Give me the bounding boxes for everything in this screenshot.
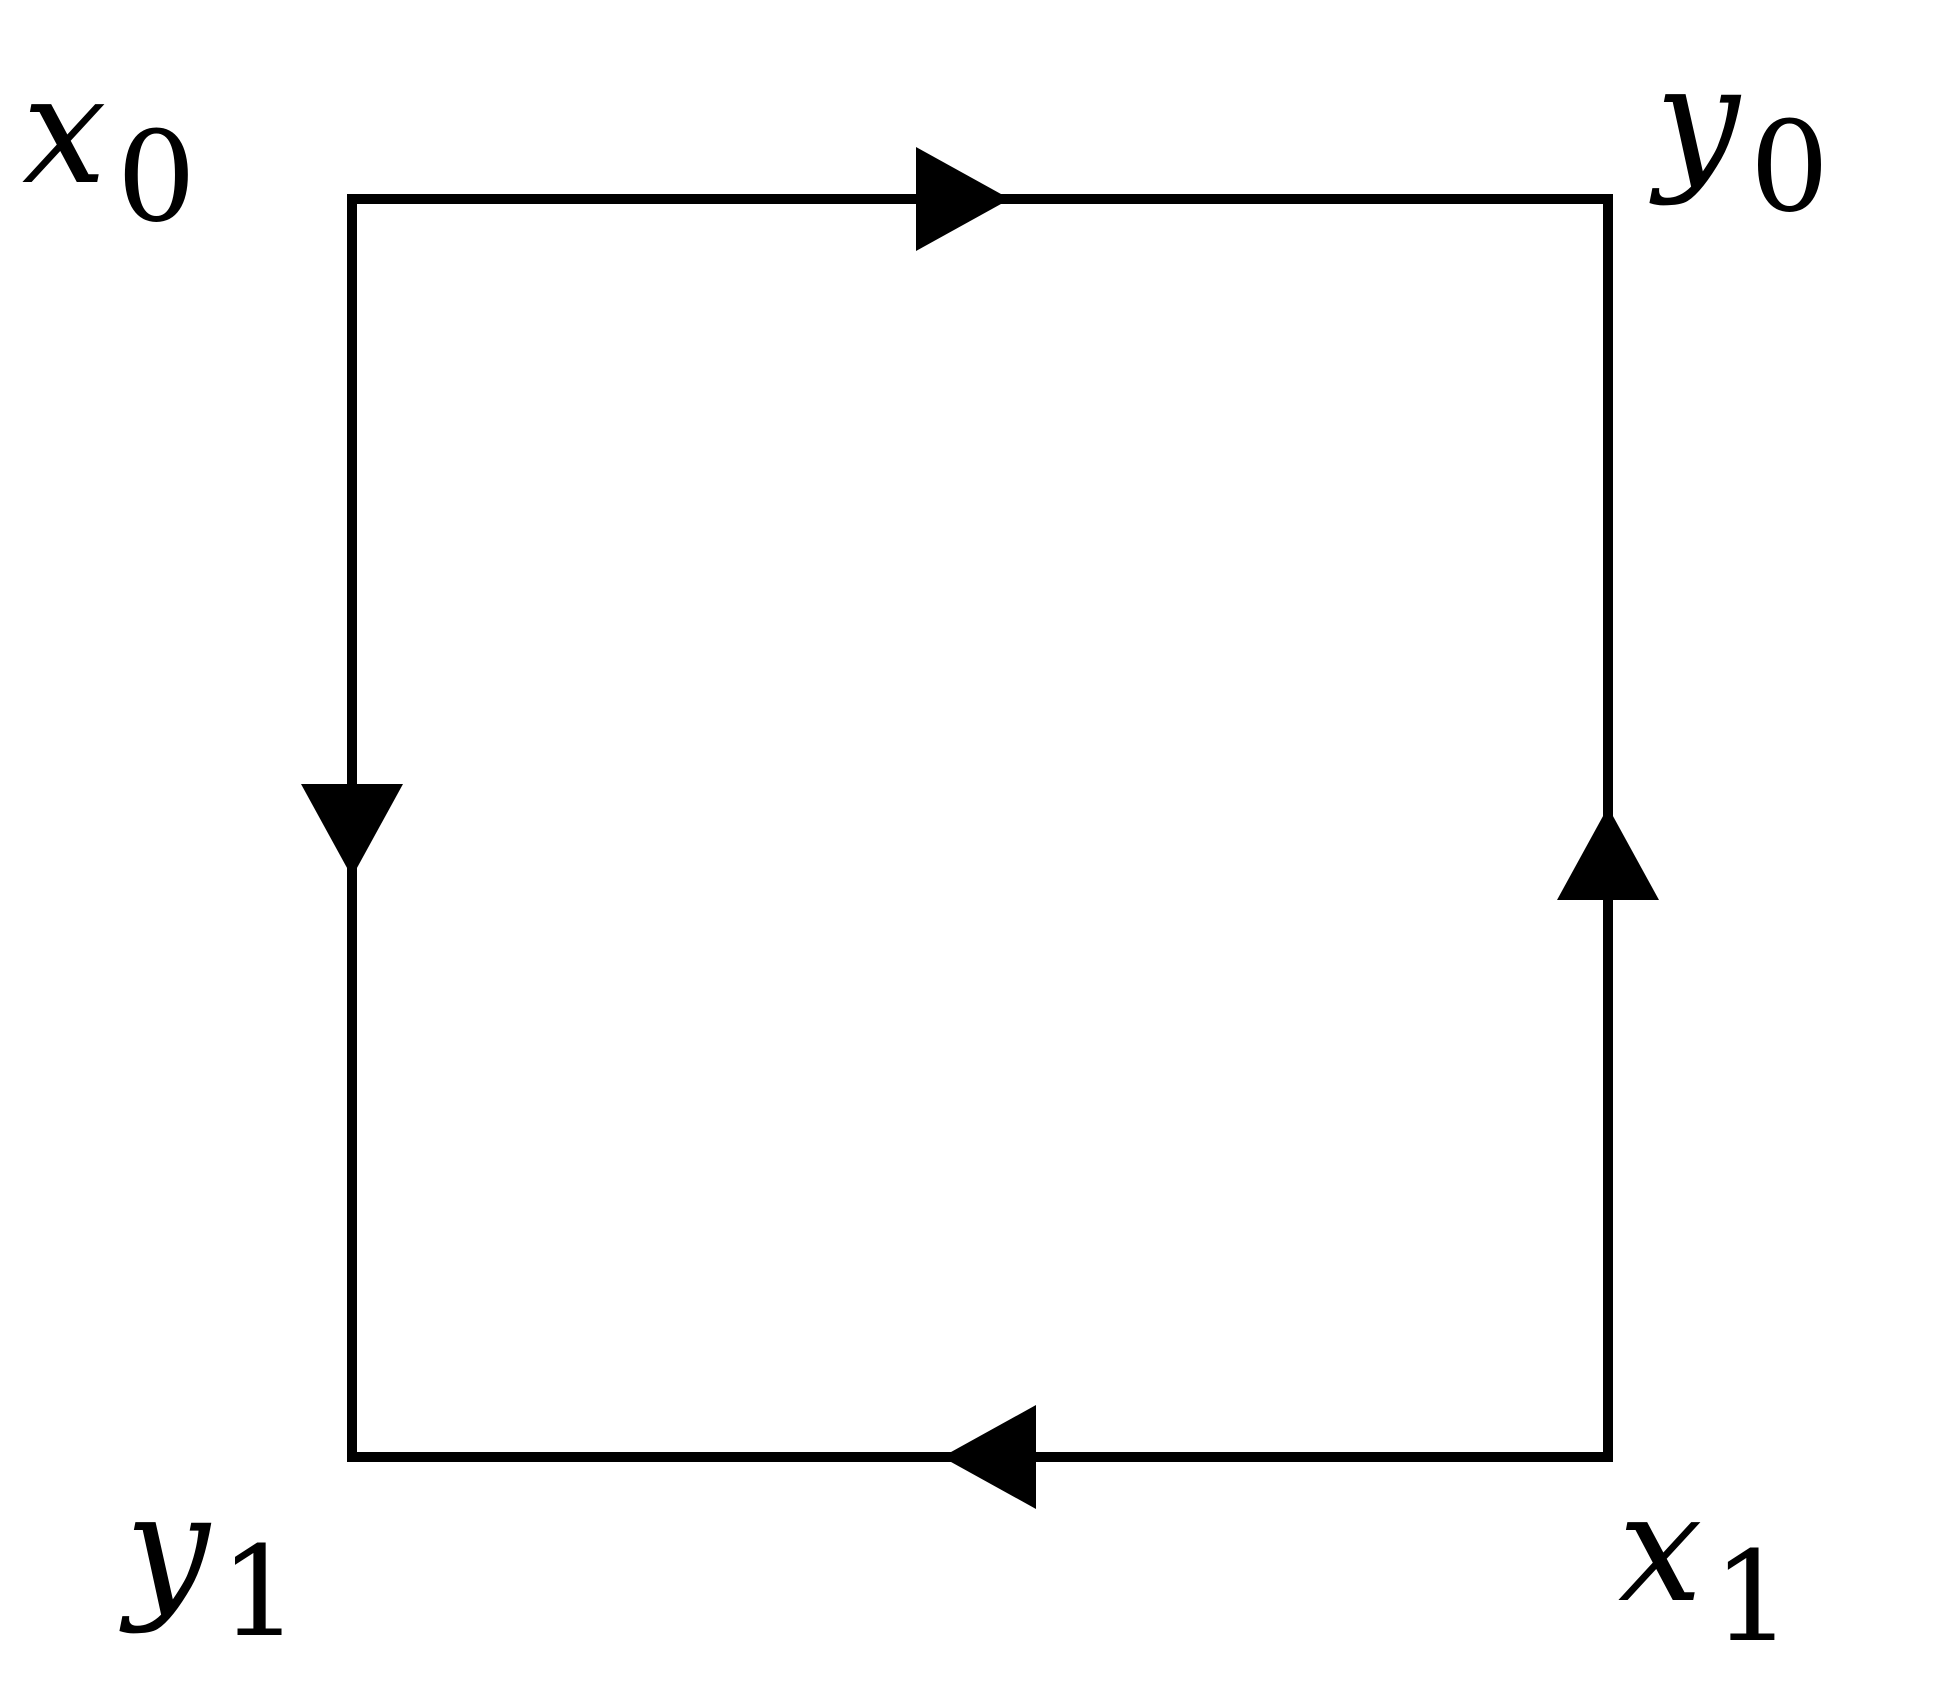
- arrowhead-up: [1557, 807, 1659, 900]
- label-y0-symbol: y: [1649, 34, 1742, 208]
- label-x1-subscript: 1: [1713, 1525, 1793, 1670]
- label-y1-symbol: y: [119, 1462, 212, 1636]
- label-x1: x1: [1618, 1462, 1792, 1670]
- label-x0: x0: [22, 44, 196, 250]
- arrowhead-left: [942, 1405, 1036, 1509]
- label-y1: y1: [119, 1462, 299, 1665]
- label-y1-subscript: 1: [220, 1520, 300, 1665]
- label-y0-subscript: 0: [1750, 95, 1830, 240]
- label-x0-subscript: 0: [117, 105, 197, 250]
- arrowhead-down: [301, 784, 403, 877]
- label-x0-symbol: x: [22, 44, 107, 218]
- arrowhead-right: [916, 147, 1010, 251]
- label-x1-symbol: x: [1618, 1462, 1703, 1636]
- label-y0: y0: [1649, 34, 1829, 240]
